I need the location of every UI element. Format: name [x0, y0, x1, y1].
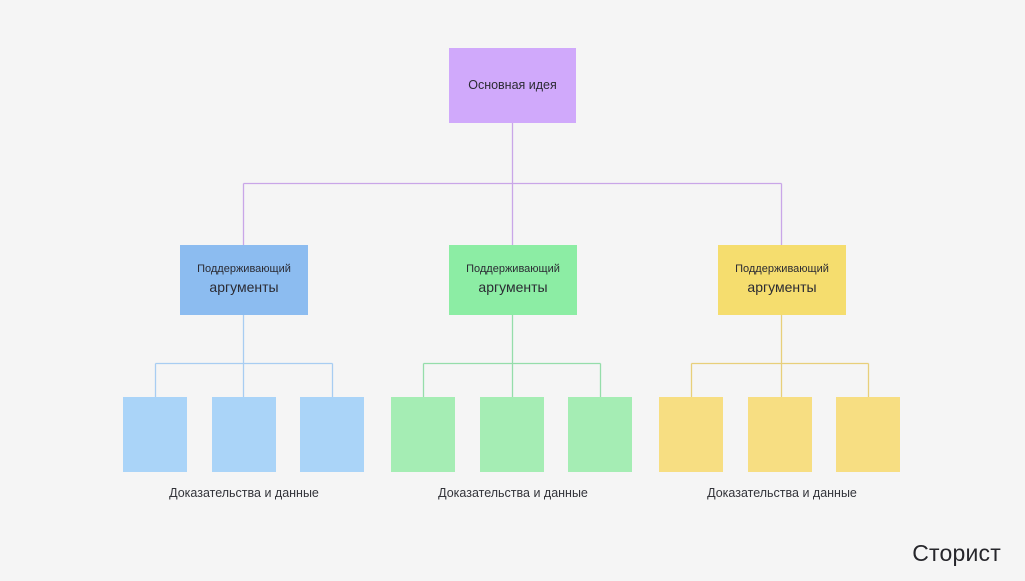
node-evidence-1-3[interactable]	[300, 397, 364, 472]
branch-0-connector-group	[154, 315, 334, 397]
watermark-logo: Сторист	[912, 540, 1001, 566]
evidence-caption-3: Доказательства и данные	[707, 486, 857, 500]
node-evidence-1-2[interactable]	[212, 397, 276, 472]
node-evidence-3-1[interactable]	[659, 397, 723, 472]
node-supporting-argument-3-headline: аргументы	[747, 279, 817, 296]
evidence-caption-2: Доказательства и данные	[438, 486, 588, 500]
node-supporting-argument-2[interactable]: Поддерживающий аргументы	[449, 245, 577, 315]
trunk-connector-group	[242, 123, 783, 245]
branch-1-connector-group	[422, 315, 602, 397]
node-evidence-2-1[interactable]	[391, 397, 455, 472]
node-supporting-argument-3[interactable]: Поддерживающий аргументы	[718, 245, 846, 315]
node-supporting-argument-2-headline: аргументы	[478, 279, 548, 296]
node-evidence-3-2[interactable]	[748, 397, 812, 472]
node-evidence-1-1[interactable]	[123, 397, 187, 472]
node-main-idea-label: Основная идея	[468, 77, 557, 92]
node-evidence-2-2[interactable]	[480, 397, 544, 472]
node-supporting-argument-2-kicker: Поддерживающий	[466, 263, 560, 276]
node-main-idea[interactable]: Основная идея	[449, 48, 576, 123]
node-evidence-2-3[interactable]	[568, 397, 632, 472]
branch-2-connector-group	[690, 315, 870, 397]
evidence-caption-1: Доказательства и данные	[169, 486, 319, 500]
node-supporting-argument-3-kicker: Поддерживающий	[735, 263, 829, 276]
node-evidence-3-3[interactable]	[836, 397, 900, 472]
node-supporting-argument-1-kicker: Поддерживающий	[197, 263, 291, 276]
node-supporting-argument-1[interactable]: Поддерживающий аргументы	[180, 245, 308, 315]
node-supporting-argument-1-headline: аргументы	[209, 279, 279, 296]
